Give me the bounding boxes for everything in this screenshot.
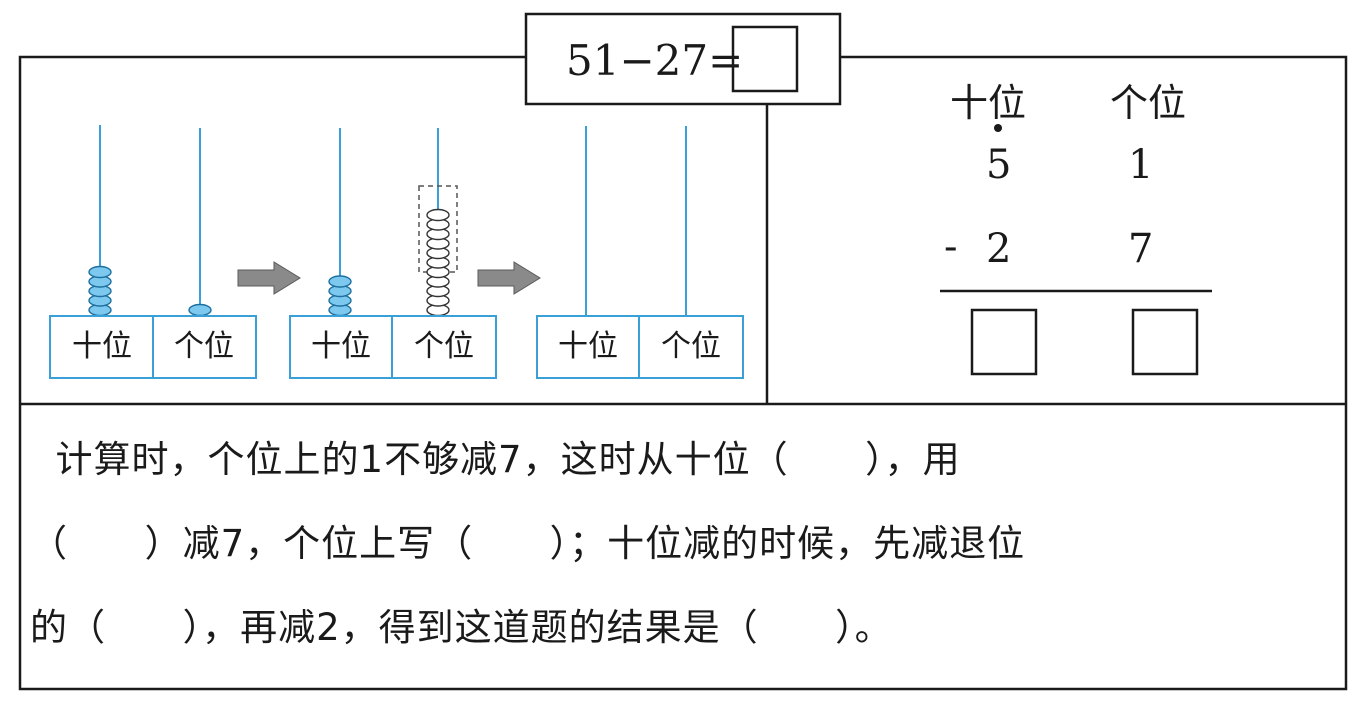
abacus-1: [49, 125, 257, 379]
tens-column-header: 十位: [950, 81, 1027, 125]
answer-box[interactable]: [731, 25, 799, 93]
tens-beads: [88, 265, 112, 317]
minus-sign: -: [944, 224, 958, 270]
instruction-line-3: 的（ ），再减2，得到这道题的结果是（ ）。: [30, 606, 893, 649]
answer-box-ones[interactable]: [1131, 308, 1199, 376]
arrow-icon: [477, 261, 541, 295]
minuend-tens: 5: [986, 142, 1012, 188]
abacus-3-tens-label: 十位: [558, 329, 618, 364]
ones-beads: [426, 208, 450, 317]
arrow-icon: [237, 261, 301, 295]
abacus-1-tens-label: 十位: [72, 329, 132, 364]
borrow-dot: [994, 124, 1002, 132]
ones-column-header: 个位: [1110, 81, 1187, 125]
instruction-line-2: （ ）减7，个位上写（ ）；十位减的时候，先减退位: [30, 522, 1026, 565]
answer-box-tens[interactable]: [970, 308, 1038, 376]
equation-text: 51−27=: [566, 36, 744, 85]
bead: [328, 275, 352, 288]
bead: [188, 303, 212, 317]
instruction-line-1: 计算时，个位上的1不够减7，这时从十位（ ），用: [30, 438, 961, 481]
abacus-3-ones-label: 个位: [661, 329, 721, 364]
abacus-2-ones-label: 个位: [414, 329, 474, 364]
ones-beads: [188, 303, 212, 317]
bead: [426, 208, 450, 222]
subtrahend-ones: 7: [1128, 226, 1154, 272]
abacus-3: [536, 126, 744, 379]
subtrahend-tens: 2: [986, 226, 1012, 272]
bead: [88, 265, 112, 279]
abacus-1-ones-label: 个位: [174, 329, 234, 364]
abacus-2: [289, 128, 497, 379]
borrowed-ten-bracket: [418, 185, 458, 273]
abacus-2-tens-label: 十位: [311, 329, 371, 364]
tens-beads: [328, 275, 352, 317]
minuend-ones: 1: [1128, 142, 1154, 188]
